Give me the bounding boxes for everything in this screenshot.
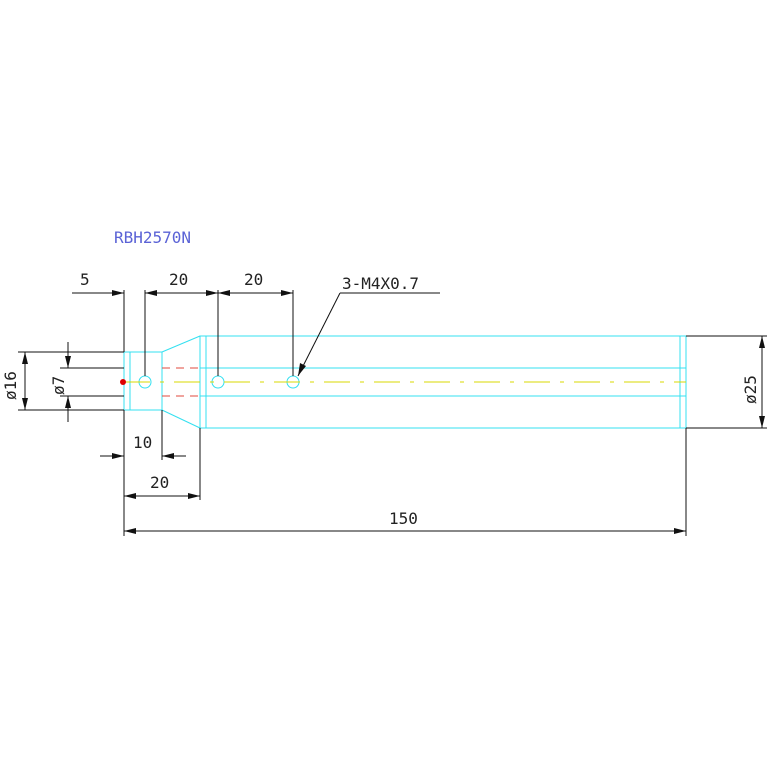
- origin-marker: [120, 379, 126, 385]
- dim-150: 150: [389, 509, 418, 528]
- arrowheads: [22, 290, 765, 534]
- dim-10: 10: [133, 433, 152, 452]
- hidden-lines: [162, 367, 200, 397]
- dim-phi16: ø16: [1, 371, 20, 400]
- dim-5: 5: [80, 270, 90, 289]
- dim-20-second: 20: [244, 270, 263, 289]
- dim-20-bottom: 20: [150, 473, 169, 492]
- dim-phi25: ø25: [741, 375, 760, 404]
- dimension-lines: [18, 290, 767, 536]
- dim-20-first: 20: [169, 270, 188, 289]
- drawing-title: RBH2570N: [114, 228, 191, 247]
- taper-lines: [161, 335, 201, 429]
- thread-callout: 3-M4X0.7: [342, 274, 419, 293]
- dim-phi7: ø7: [49, 376, 68, 395]
